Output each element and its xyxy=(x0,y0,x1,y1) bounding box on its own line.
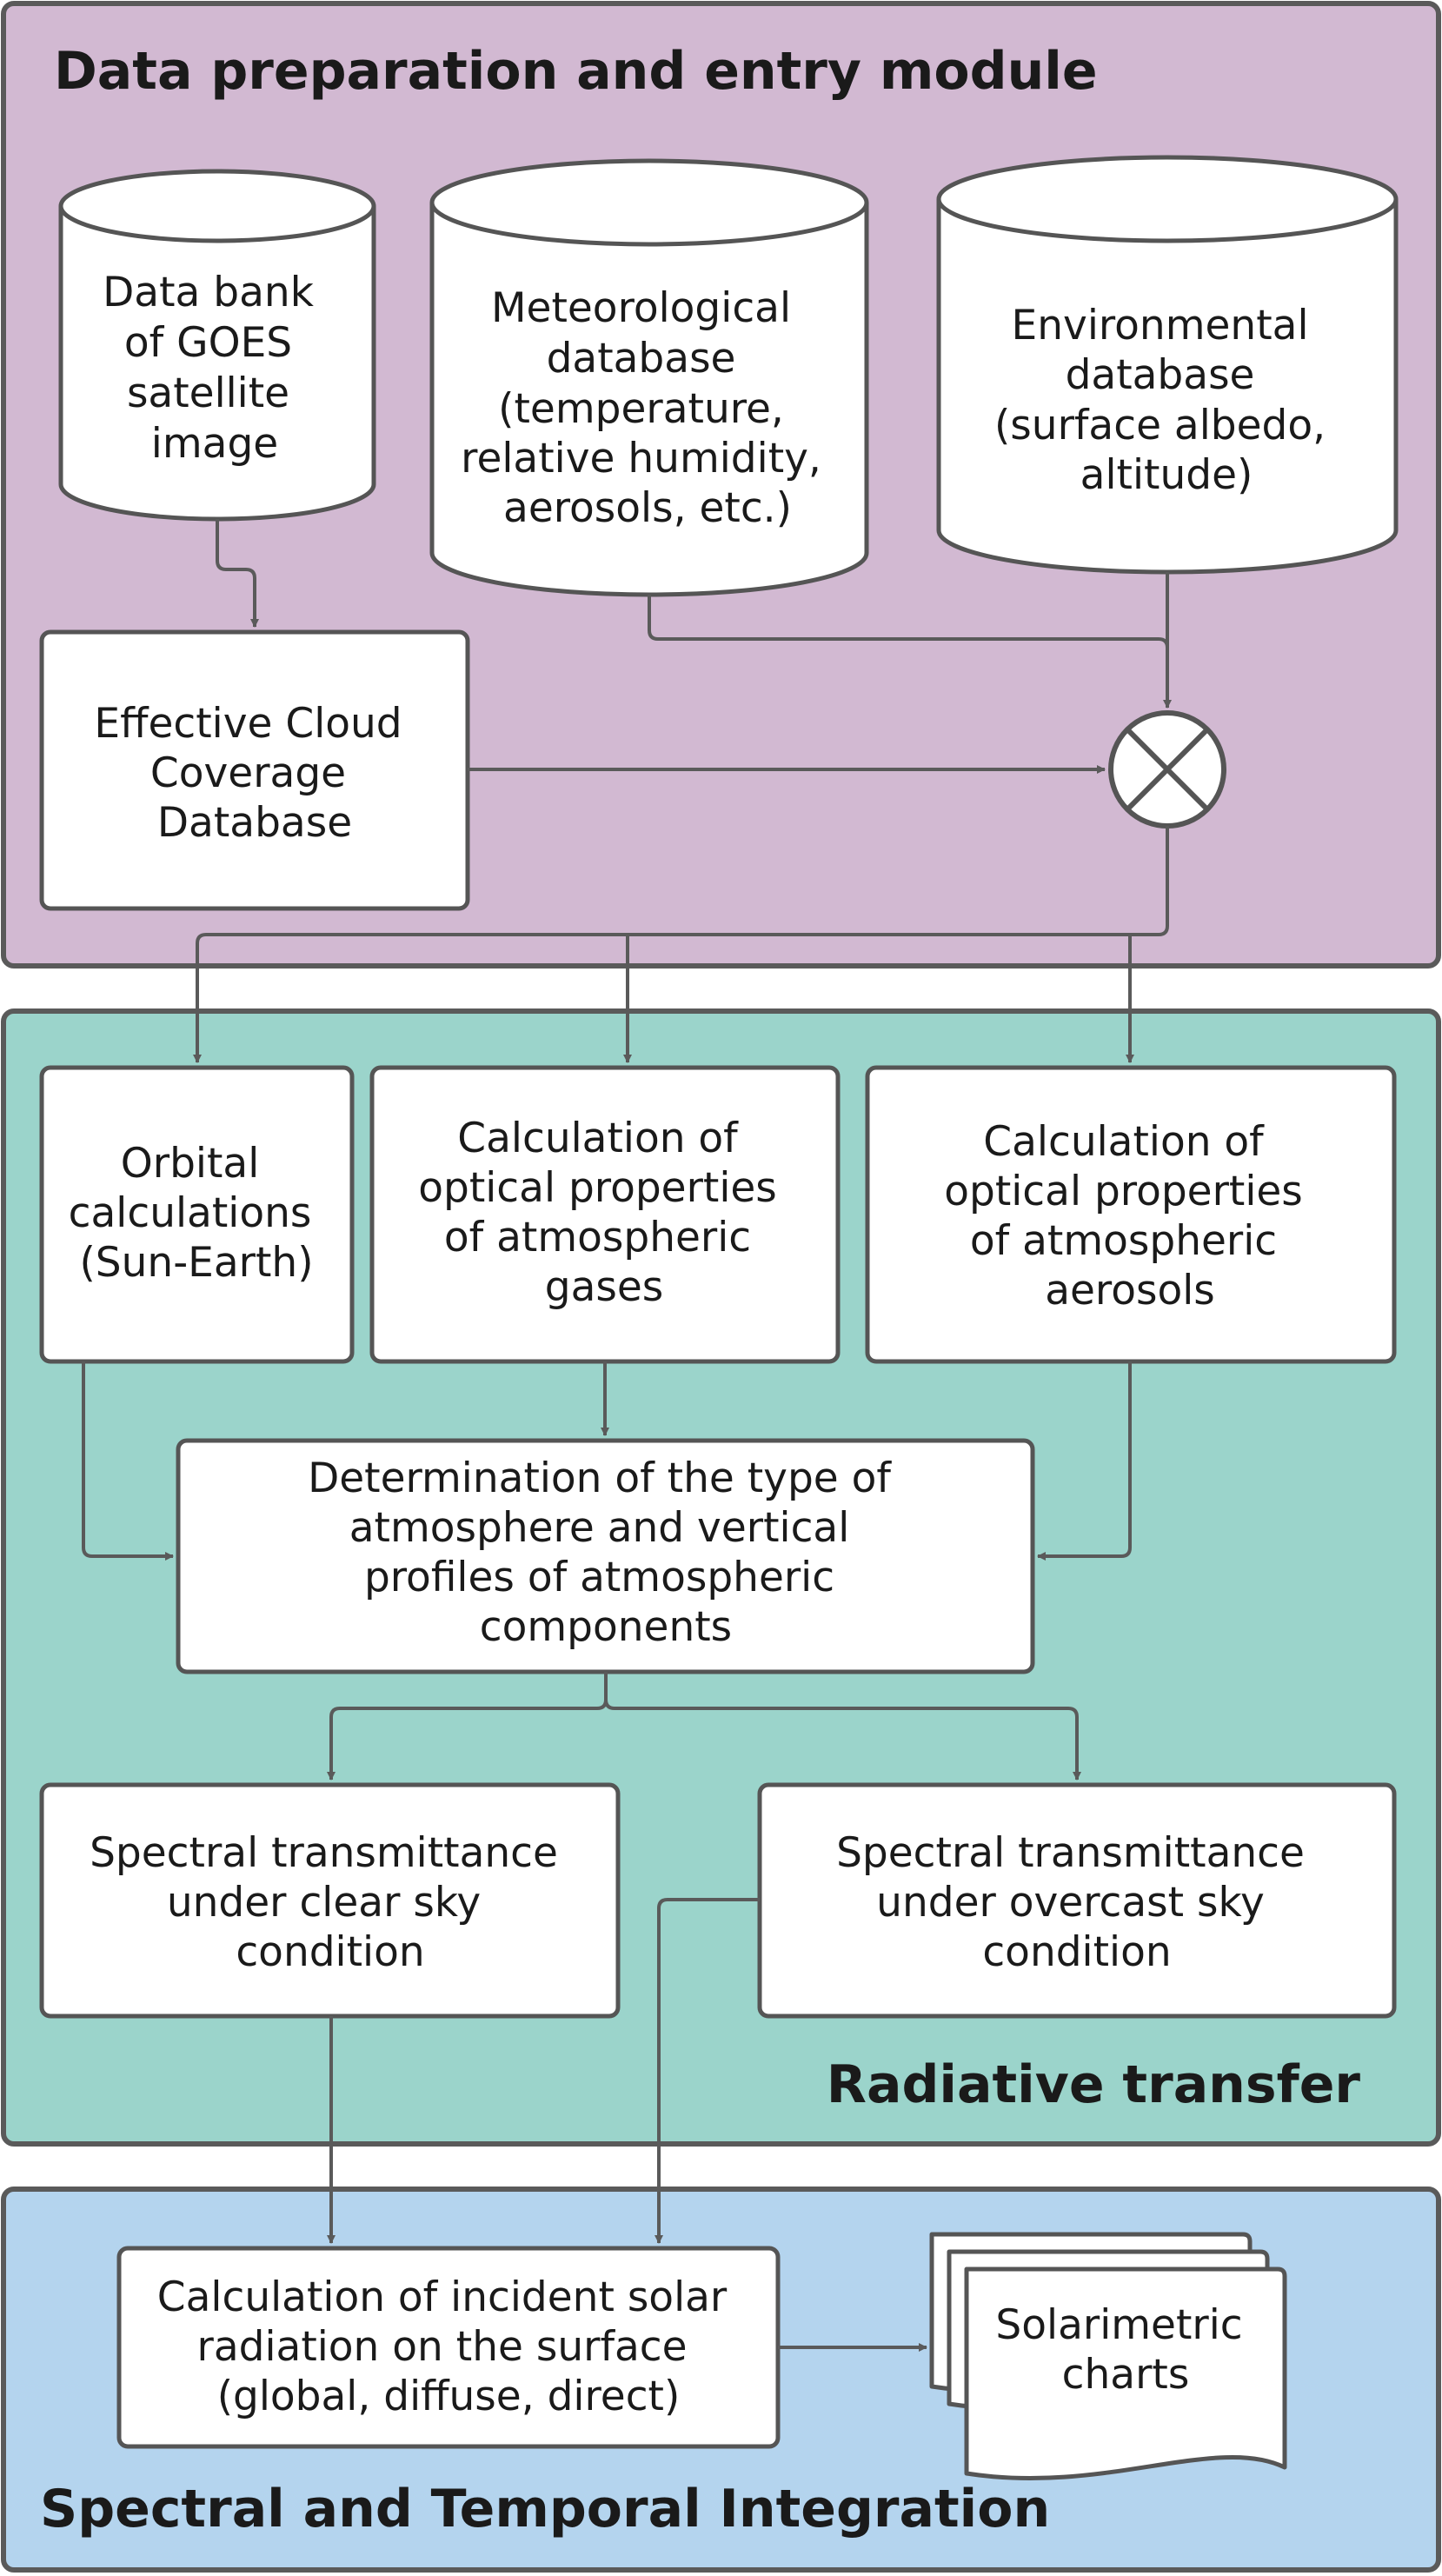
clear-sky-transmittance-label: Spectral transmittance under clear sky c… xyxy=(90,1829,571,1976)
goes-database-label: Data bank of GOES satellite image xyxy=(103,269,327,468)
incident-radiation-label: Calculation of incident solar radiation … xyxy=(157,2273,740,2420)
solarimetric-charts-label: Solarimetric charts xyxy=(995,2301,1255,2399)
integration-title: Spectral and Temporal Integration xyxy=(40,2479,1050,2539)
aerosols-properties-label: Calculation of optical properties of atm… xyxy=(944,1118,1316,1315)
incident-radiation-box: Calculation of incident solar radiation … xyxy=(116,2246,781,2449)
flow-connectors xyxy=(82,519,1172,2352)
orbital-calculations-box: Orbital calculations (Sun-Earth) xyxy=(39,1065,355,1364)
goes-database: Data bank of GOES satellite image xyxy=(58,169,376,522)
arrow-goes-to-cloud xyxy=(216,519,259,628)
meteorological-database-label: Meteorological database (temperature, re… xyxy=(461,284,834,532)
environmental-database: Environmental database (surface albedo, … xyxy=(936,155,1399,575)
radiative-transfer-title: Radiative transfer xyxy=(827,2054,1361,2115)
environmental-database-label: Environmental database (surface albedo, … xyxy=(994,302,1339,499)
circle-cross-icon xyxy=(1108,710,1226,829)
arrow-orbital-to-determination xyxy=(82,1361,174,1561)
cloud-coverage-box: Effective Cloud Coverage Database xyxy=(39,629,470,911)
meteorological-database: Meteorological database (temperature, re… xyxy=(429,158,869,597)
clear-sky-transmittance-box: Spectral transmittance under clear sky c… xyxy=(39,1782,621,2019)
arrow-determination-split-right xyxy=(604,1699,1081,1781)
document-stack-icon: Solarimetric charts xyxy=(929,2232,1287,2481)
overcast-sky-transmittance-label: Spectral transmittance under overcast sk… xyxy=(836,1829,1318,1976)
data-preparation-title: Data preparation and entry module xyxy=(54,41,1098,102)
arrow-overcast-to-incident xyxy=(655,1898,760,2244)
gases-properties-label: Calculation of optical properties of atm… xyxy=(418,1115,790,1311)
gases-properties-box: Calculation of optical properties of atm… xyxy=(369,1065,841,1364)
aerosols-properties-box: Calculation of optical properties of atm… xyxy=(865,1065,1397,1364)
orbital-calculations-label: Orbital calculations (Sun-Earth) xyxy=(69,1140,325,1287)
determination-label: Determination of the type of atmosphere … xyxy=(308,1454,904,1651)
cloud-coverage-label: Effective Cloud Coverage Database xyxy=(94,700,415,847)
determination-box: Determination of the type of atmosphere … xyxy=(176,1438,1035,1674)
arrow-combiner-down xyxy=(196,826,1169,944)
overcast-sky-transmittance-box: Spectral transmittance under overcast sk… xyxy=(757,1782,1397,2019)
arrow-aerosols-to-determination xyxy=(1037,1361,1132,1561)
